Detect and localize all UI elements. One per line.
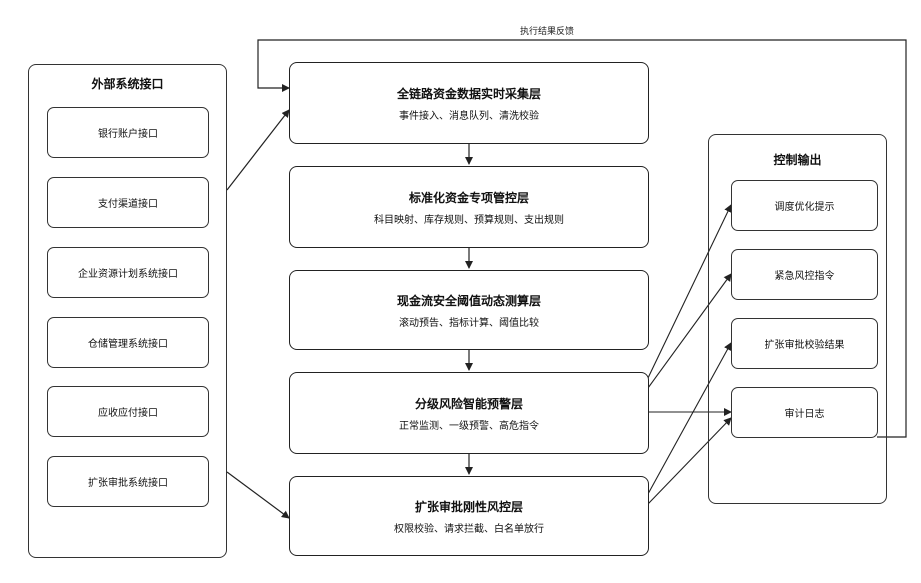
external-item-warehouse: 仓储管理系统接口 — [47, 317, 209, 368]
output-item-approval-result: 扩张审批校验结果 — [731, 318, 878, 369]
layer-threshold-calc: 现金流安全阈值动态测算层 滚动预告、指标计算、阈值比较 — [289, 270, 649, 350]
output-item-audit-log: 审计日志 — [731, 387, 878, 438]
layer-risk-warning-title: 分级风险智能预警层 — [415, 395, 523, 412]
external-item-expansion-approval: 扩张审批系统接口 — [47, 456, 209, 507]
external-item-payment-channel: 支付渠道接口 — [47, 177, 209, 228]
feedback-loop-label: 执行结果反馈 — [520, 24, 574, 37]
layer-risk-warning: 分级风险智能预警层 正常监测、一级预警、高危指令 — [289, 372, 649, 454]
control-output-title: 控制输出 — [709, 151, 886, 168]
output-item-emergency: 紧急风控指令 — [731, 249, 878, 300]
layer-approval-control-subtitle: 权限校验、请求拦截、白名单放行 — [394, 520, 544, 535]
layer-fund-control: 标准化资金专项管控层 科目映射、库存规则、预算规则、支出规则 — [289, 166, 649, 248]
layer-risk-warning-subtitle: 正常监测、一级预警、高危指令 — [399, 417, 539, 432]
output-item-optimization: 调度优化提示 — [731, 180, 878, 231]
external-systems-title: 外部系统接口 — [29, 75, 226, 92]
external-item-receivable-payable: 应收应付接口 — [47, 386, 209, 437]
external-item-erp: 企业资源计划系统接口 — [47, 247, 209, 298]
layer-data-collection: 全链路资金数据实时采集层 事件接入、消息队列、清洗校验 — [289, 62, 649, 144]
layer-data-collection-title: 全链路资金数据实时采集层 — [397, 85, 541, 102]
arrow-external-to-collection — [227, 110, 289, 190]
arrow-external-to-approval — [227, 472, 289, 518]
layer-data-collection-subtitle: 事件接入、消息队列、清洗校验 — [399, 107, 539, 122]
layer-fund-control-title: 标准化资金专项管控层 — [409, 189, 529, 206]
layer-threshold-calc-subtitle: 滚动预告、指标计算、阈值比较 — [399, 314, 539, 329]
layer-fund-control-subtitle: 科目映射、库存规则、预算规则、支出规则 — [374, 211, 564, 226]
external-item-bank-account: 银行账户接口 — [47, 107, 209, 158]
layer-approval-control-title: 扩张审批刚性风控层 — [415, 498, 523, 515]
layer-threshold-calc-title: 现金流安全阈值动态测算层 — [397, 292, 541, 309]
layer-approval-control: 扩张审批刚性风控层 权限校验、请求拦截、白名单放行 — [289, 476, 649, 556]
